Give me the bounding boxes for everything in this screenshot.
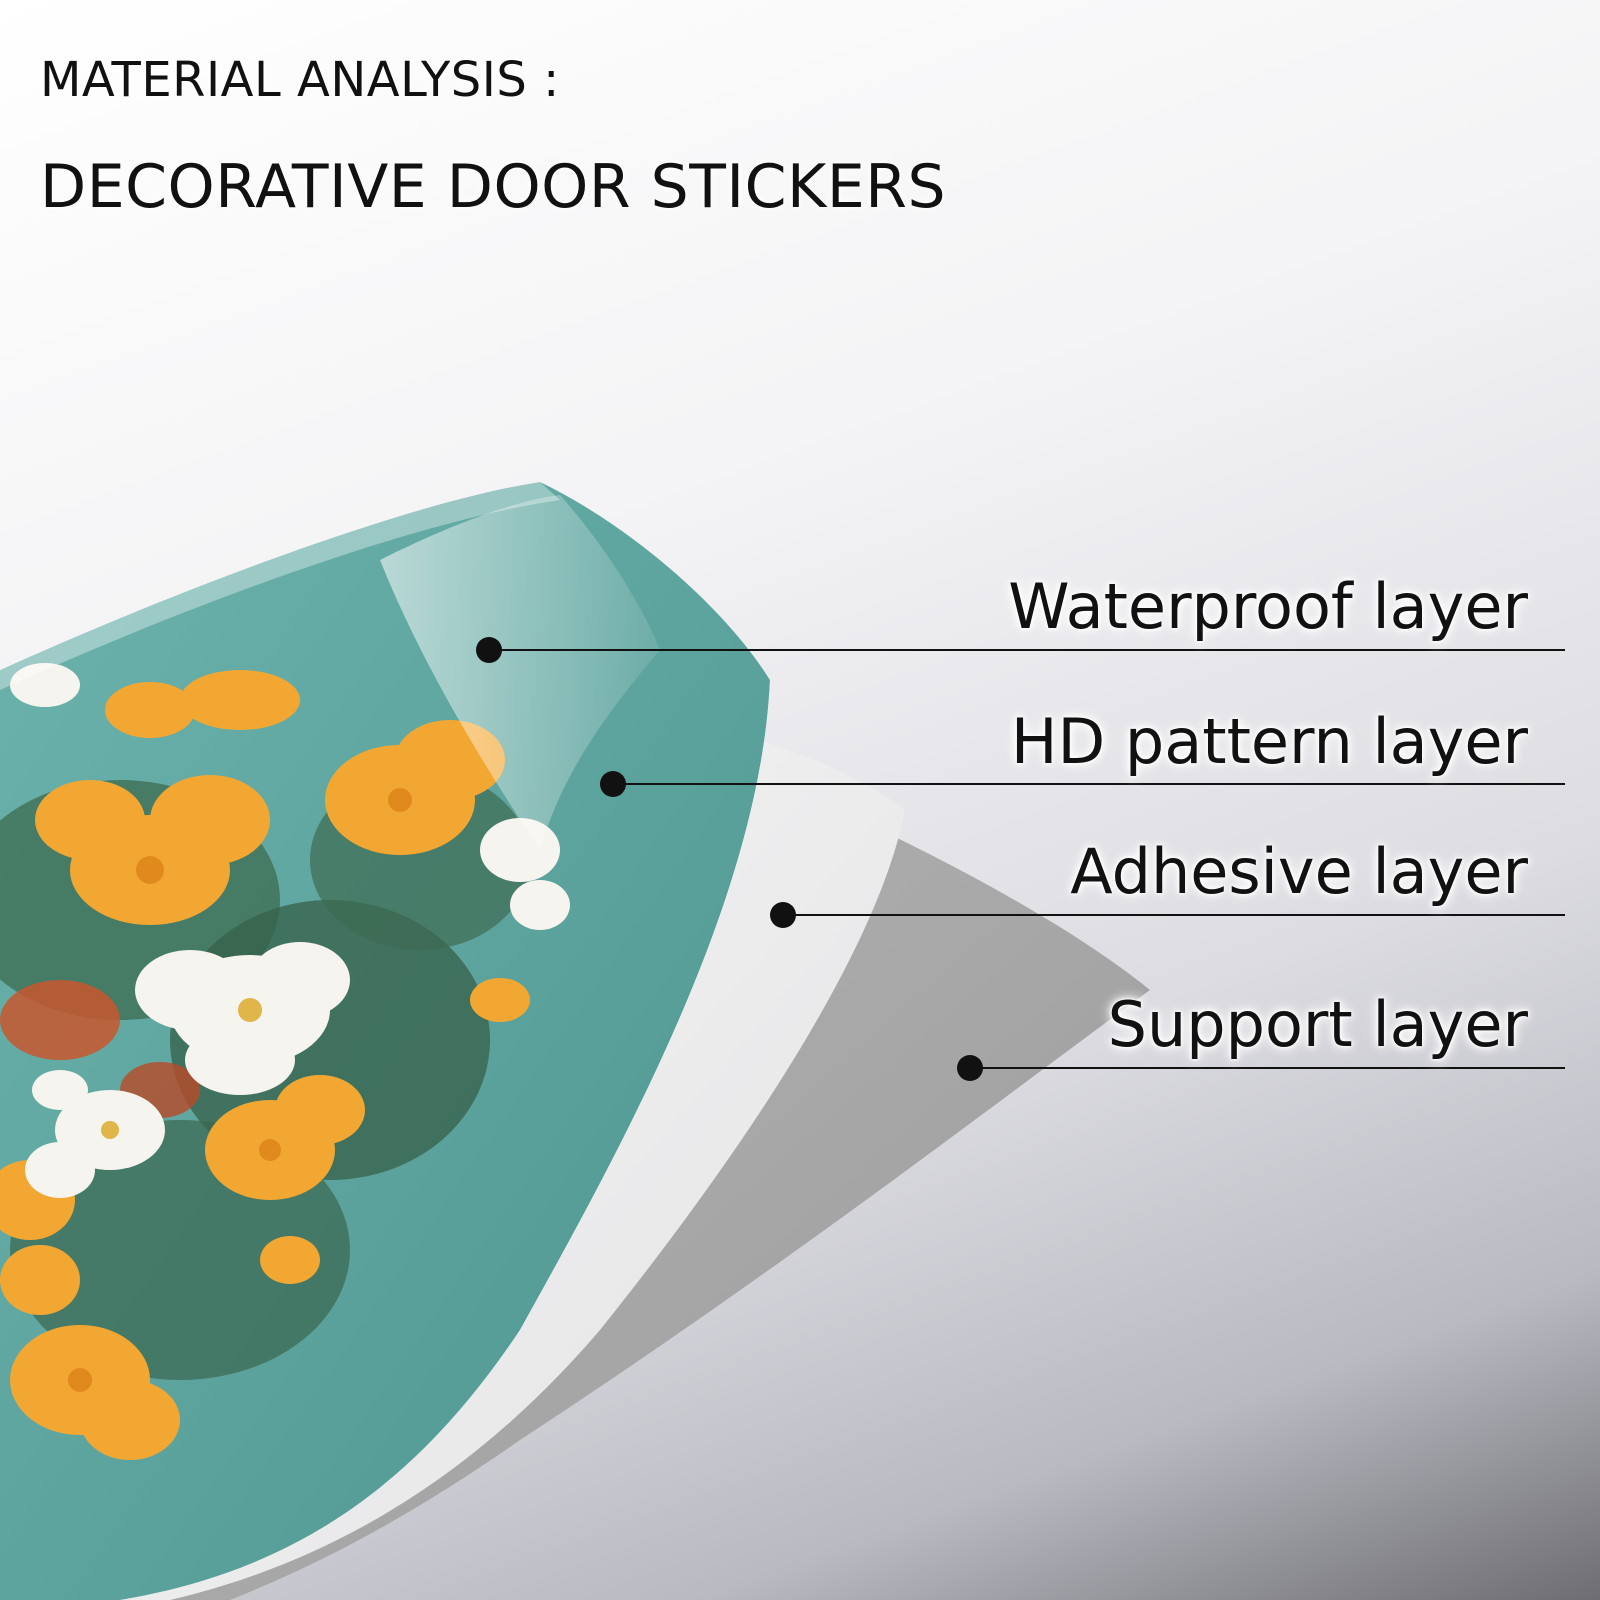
label-adhesive-layer: Adhesive layer [1070, 835, 1528, 908]
label-support-layer: Support layer [1107, 988, 1528, 1061]
waterproof-layer-gloss [380, 495, 660, 850]
title-product: DECORATIVE DOOR STICKERS [40, 152, 947, 222]
label-hd-pattern-layer: HD pattern layer [1010, 705, 1528, 778]
label-waterproof-layer: Waterproof layer [1008, 570, 1528, 643]
hd-pattern-layer-shape [0, 482, 770, 1600]
title-material-analysis: MATERIAL ANALYSIS : [40, 52, 560, 108]
